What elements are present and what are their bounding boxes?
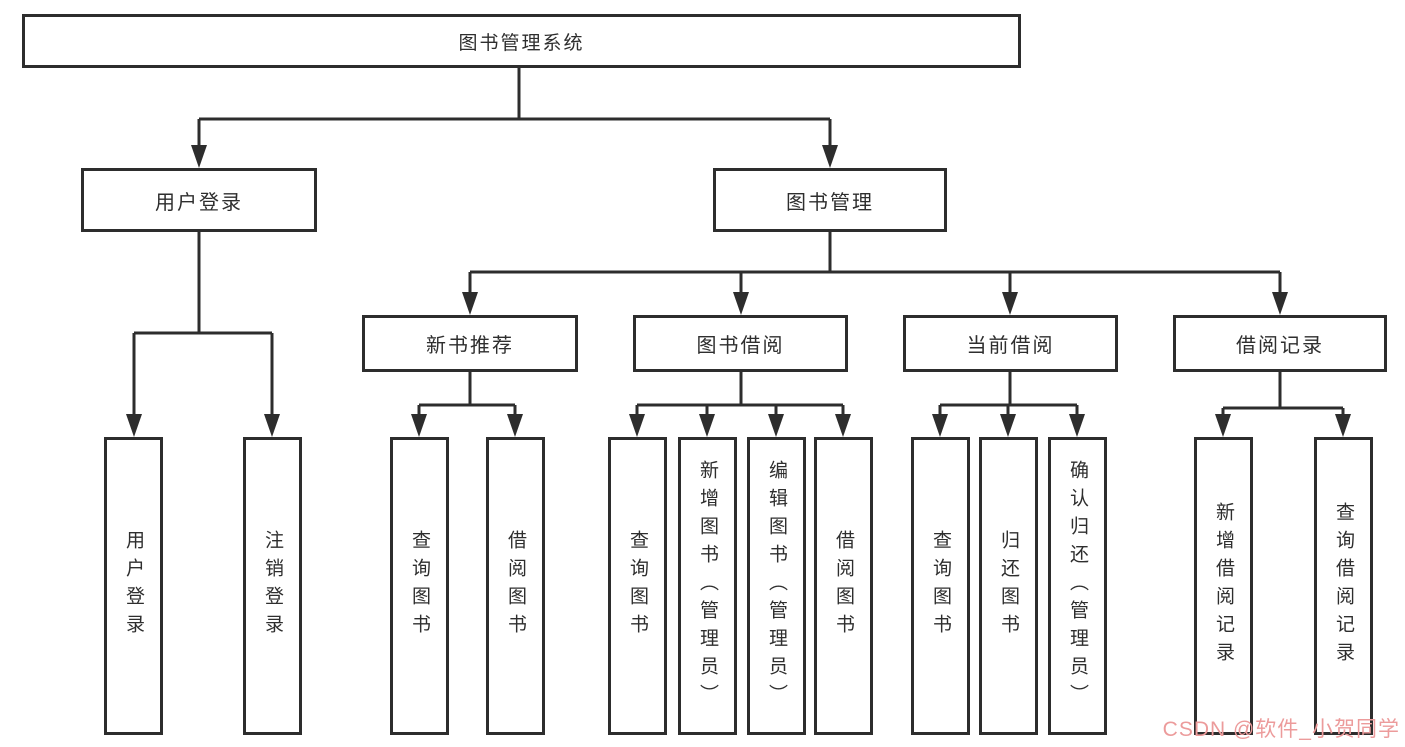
node-user-login: 用户登录 [81,168,317,232]
node-leaf-return-books: 归还图书 [979,437,1038,735]
node-borrowing-records: 借阅记录 [1173,315,1387,372]
node-book-borrowing: 图书借阅 [633,315,848,372]
node-leaf-query-books-borrow: 查询图书 [608,437,667,735]
node-label: 查询借阅记录 [1333,502,1354,670]
node-leaf-confirm-return-admin: 确认归还（管理员） [1048,437,1107,735]
node-leaf-query-books-recommend: 查询图书 [390,437,449,735]
node-label: 查询图书 [409,530,430,642]
node-book-management-system: 图书管理系统 [22,14,1021,68]
node-label: 归还图书 [998,530,1019,642]
node-label: 新书推荐 [426,335,514,357]
node-current-borrowing: 当前借阅 [903,315,1118,372]
node-label: 编辑图书（管理员） [766,460,787,712]
node-label: 图书借阅 [696,335,785,357]
node-label: 借阅图书 [505,530,526,642]
node-leaf-edit-books-admin: 编辑图书（管理员） [747,437,806,735]
node-label: 用户登录 [123,530,144,642]
node-label: 确认归还（管理员） [1067,460,1088,712]
node-label: 用户登录 [155,191,243,214]
node-leaf-query-books-current: 查询图书 [911,437,970,735]
node-label: 借阅记录 [1236,335,1324,357]
node-leaf-borrow-books: 借阅图书 [814,437,873,735]
node-label: 新增借阅记录 [1213,502,1234,670]
node-label: 新增图书（管理员） [697,460,718,712]
node-label: 查询图书 [930,530,951,642]
node-new-book-recommend: 新书推荐 [362,315,578,372]
node-label: 查询图书 [627,530,648,642]
node-leaf-borrow-books-recommend: 借阅图书 [486,437,545,735]
node-leaf-add-books-admin: 新增图书（管理员） [678,437,737,735]
node-leaf-add-borrow-record: 新增借阅记录 [1194,437,1253,735]
watermark: CSDN @软件_小贺同学 [1162,718,1400,741]
node-label: 当前借阅 [966,335,1055,357]
node-label: 借阅图书 [833,530,854,642]
node-label: 注销登录 [262,530,283,642]
node-book-management: 图书管理 [713,168,947,232]
node-leaf-user-login: 用户登录 [104,437,163,735]
node-label: 图书管理系统 [458,32,585,54]
node-label: 图书管理 [786,191,874,214]
node-leaf-logout: 注销登录 [243,437,302,735]
node-leaf-query-borrow-record: 查询借阅记录 [1314,437,1373,735]
